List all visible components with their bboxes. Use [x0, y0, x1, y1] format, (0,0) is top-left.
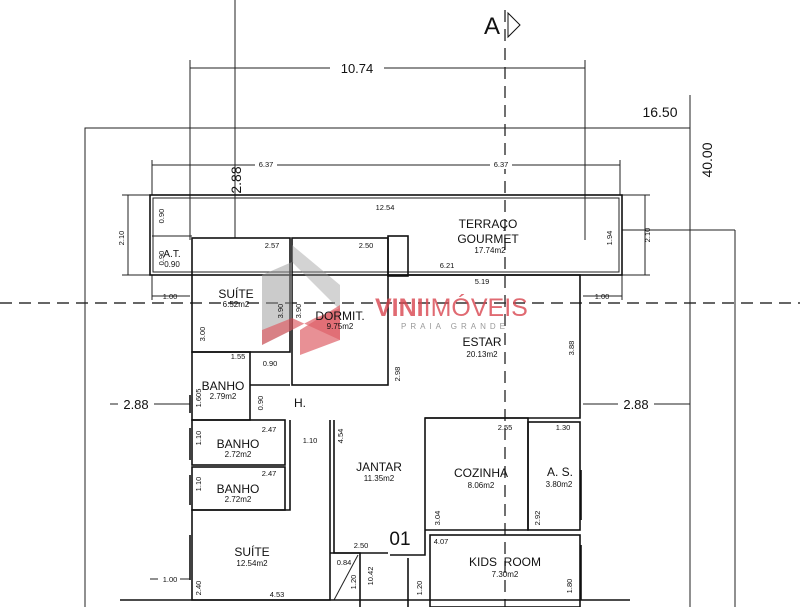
room-area: 12.54m2 [236, 559, 268, 568]
inner-dimensions: 2.57 2.50 6.21 5.19 3.00 3.90 3.90 1.55 … [150, 241, 576, 599]
overall-dimensions: 10.74 16.50 40.00 2.88 2.88 2.88 [84, 0, 736, 607]
room-area: 6.52m2 [223, 300, 250, 309]
dim-label: 6.37 [259, 160, 274, 169]
room-estar: ESTAR [462, 335, 501, 349]
dim-label: 4.07 [434, 537, 449, 546]
watermark-tagline: PRAIA GRANDE [401, 322, 509, 331]
watermark-logo [262, 245, 340, 355]
walls [120, 194, 630, 607]
dim-label: 2.55 [498, 423, 513, 432]
dim-label: 0.90 [157, 209, 166, 224]
dim-label: 2.50 [354, 541, 369, 550]
dim-label: 2.47 [262, 469, 277, 478]
dim-label: 10.42 [366, 567, 375, 586]
dim-label: 2.10 [643, 228, 652, 243]
dim-label: 1.20 [415, 581, 424, 596]
room-jantar: JANTAR [356, 460, 402, 474]
dim-label: 4.54 [336, 429, 345, 444]
room-area: 2.72m2 [225, 450, 252, 459]
room-suite-1: SUÍTE [218, 286, 253, 301]
room-cozinha: COZINHA [454, 466, 508, 480]
room-area: 17.74m2 [474, 246, 506, 255]
room-area-servico: A. S. [547, 465, 573, 479]
room-area: 7.30m2 [492, 570, 519, 579]
room-area: 9.75m2 [327, 322, 354, 331]
dim-label: 2.57 [265, 241, 280, 250]
dim-label: 6.21 [440, 261, 455, 270]
section-arrow-icon [507, 11, 521, 39]
building-width-label: 10.74 [341, 61, 374, 76]
dim-label: 2.47 [262, 425, 277, 434]
dim-label: 1.605 [194, 389, 203, 408]
room-banho-2: BANHO [217, 437, 260, 451]
room-dormitorio: DORMIT. [315, 309, 364, 323]
room-suite-2: SUÍTE [234, 544, 269, 559]
room-area: 0.90 [164, 260, 180, 269]
terrace-dimensions: 6.37 6.37 2.10 2.10 1.00 1.00 12.54 0.90… [117, 159, 652, 301]
dim-label: 2.10 [117, 231, 126, 246]
setback-left-label: 2.88 [123, 397, 148, 412]
setback-right-label: 2.88 [623, 397, 648, 412]
dim-label: 3.90 [276, 304, 285, 319]
dim-label: 0.84 [337, 558, 352, 567]
unit-number: 01 [389, 529, 410, 550]
room-area: 11.35m2 [364, 474, 395, 483]
dim-label: 2.92 [533, 511, 542, 526]
dim-label: 1.80 [565, 579, 574, 594]
room-kids: KIDS ROOM [469, 555, 541, 569]
dim-label: 0.90 [157, 251, 166, 266]
dim-label: 2.50 [359, 241, 374, 250]
room-hall: H. [294, 396, 306, 410]
room-name: TERRAÇO [459, 217, 518, 231]
dim-label: 4.53 [270, 590, 285, 599]
dim-label: 2.40 [194, 581, 203, 596]
lot-depth-label: 40.00 [699, 142, 715, 177]
room-area: 2.72m2 [225, 495, 252, 504]
dim-label: 1.10 [303, 436, 318, 445]
dim-label: 1.94 [605, 231, 614, 246]
dim-label: 1.20 [349, 575, 358, 590]
dim-label: 0.90 [256, 396, 265, 411]
room-area: 8.06m2 [468, 481, 495, 490]
dim-label: 0.90 [263, 359, 278, 368]
room-area: 3.80m2 [546, 480, 573, 489]
dim-label: 1.00 [163, 292, 178, 301]
section-marker: A [484, 13, 500, 40]
dim-label: 3.04 [433, 511, 442, 526]
room-at: A.T. [163, 249, 180, 260]
dim-label: 6.37 [494, 160, 509, 169]
dim-label: 3.90 [294, 304, 303, 319]
dim-label: 5.19 [475, 277, 490, 286]
dim-label: 1.00 [595, 292, 610, 301]
dim-label: 1.10 [194, 431, 203, 446]
dim-label: 1.30 [556, 423, 571, 432]
lot-width-label: 16.50 [642, 104, 677, 120]
dim-label: 2.98 [393, 367, 402, 382]
dim-label: 3.88 [567, 341, 576, 356]
dim-label: 1.55 [231, 352, 246, 361]
room-name: GOURMET [457, 232, 519, 246]
room-area: 20.13m2 [466, 350, 498, 359]
dim-label: 1.00 [163, 575, 178, 584]
dim-label: 3.00 [198, 327, 207, 342]
room-banho-3: BANHO [217, 482, 260, 496]
dim-label: 12.54 [376, 203, 395, 212]
setback-front-label: 2.88 [228, 166, 244, 193]
dim-label: 1.10 [194, 477, 203, 492]
watermark-brand: VINIIMÓVEIS [375, 293, 528, 322]
room-banho-1: BANHO [202, 379, 245, 393]
room-area: 2.79m2 [210, 392, 237, 401]
room-terraco: TERRAÇO GOURMET 17.74m2 [457, 217, 519, 255]
